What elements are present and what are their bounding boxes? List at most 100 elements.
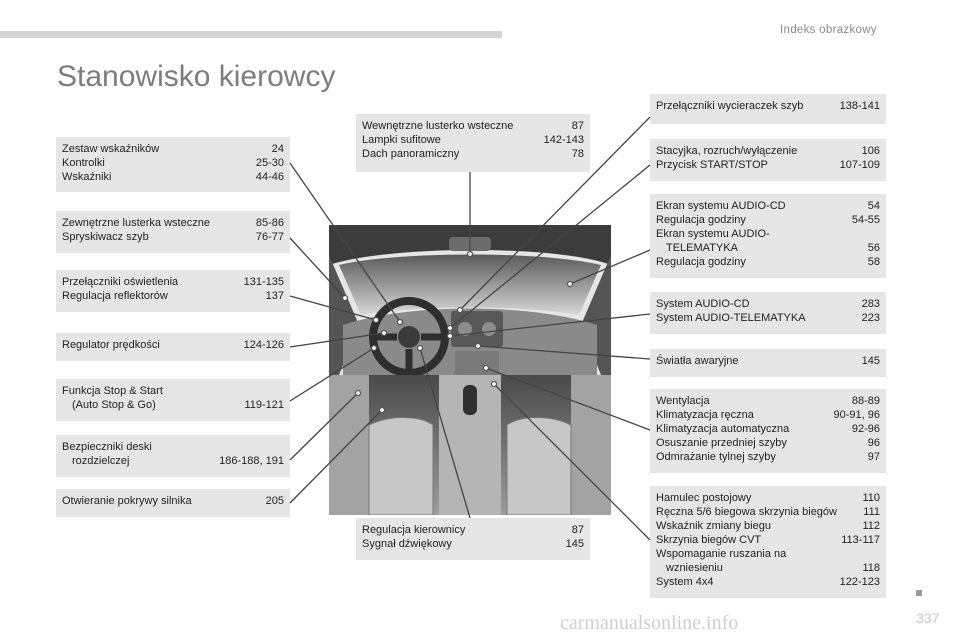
entry-page: 97 — [867, 451, 880, 463]
entry-label: System AUDIO-TELEMATYKA — [656, 312, 806, 324]
index-entry: Regulacja kierownicy 87 — [362, 523, 584, 537]
index-entry: rozdzielczej 186-188, 191 — [62, 454, 284, 468]
entry-page: 54 — [867, 200, 880, 212]
entry-label: rozdzielczej — [72, 455, 130, 467]
entry-label: Regulacja kierownicy — [362, 524, 466, 536]
dashboard-photo — [329, 225, 611, 515]
section-label: Indeks obrazkowy — [780, 24, 877, 36]
entry-page: 119-121 — [244, 399, 284, 411]
entry-page: 113-117 — [841, 534, 880, 546]
index-entry: Regulacja reflektorów 137 — [62, 289, 284, 303]
index-entry: Skrzynia biegów CVT 113-117 — [656, 533, 880, 547]
entry-page: 87 — [571, 524, 584, 536]
page-marker — [916, 590, 922, 596]
entry-label: Otwieranie pokrywy silnika — [62, 495, 192, 507]
entry-page: 142-143 — [543, 134, 584, 146]
entry-label: Wskaźniki — [62, 171, 112, 183]
index-entry: Wspomaganie ruszania na — [656, 547, 880, 561]
entry-page: 58 — [867, 256, 880, 268]
entry-label: Zestaw wskaźników — [62, 143, 160, 155]
entry-label: Regulacja godziny — [656, 214, 746, 226]
entry-label: Ręczna 5/6 biegowa skrzynia biegów — [656, 506, 837, 518]
header-bar — [0, 31, 502, 38]
entry-page: 90-91, 96 — [833, 409, 880, 421]
entry-label: Osuszanie przedniej szyby — [656, 437, 787, 449]
entry-page: 122-123 — [839, 576, 880, 588]
entry-label: Kontrolki — [62, 157, 105, 169]
entry-page: 118 — [862, 562, 880, 574]
box-audio-screen: Ekran systemu AUDIO-CD 54 Regulacja godzi… — [650, 194, 886, 278]
entry-page: 112 — [862, 520, 880, 532]
watermark: carmanualsonline.info — [560, 612, 739, 634]
index-entry: wzniesieniu 118 — [656, 561, 880, 575]
entry-page: 137 — [265, 290, 284, 302]
entry-label: Bezpieczniki deski — [62, 441, 152, 453]
entry-label: Skrzynia biegów CVT — [656, 534, 762, 546]
box-stop-start: Funkcja Stop & Start (Auto Stop & Go) 119… — [56, 379, 290, 421]
index-entry: Dach panoramiczny 78 — [362, 147, 584, 161]
entry-page: 24 — [271, 143, 284, 155]
index-entry: Ręczna 5/6 biegowa skrzynia biegów 111 — [656, 505, 880, 519]
entry-label: Regulacja godziny — [656, 256, 746, 268]
entry-label: System 4x4 — [656, 576, 714, 588]
index-entry: Funkcja Stop & Start — [62, 384, 284, 398]
box-bonnet: Otwieranie pokrywy silnika 205 — [56, 489, 290, 517]
entry-page: 186-188, 191 — [219, 455, 284, 467]
entry-label: Hamulec postojowy — [656, 492, 752, 504]
entry-label: (Auto Stop & Go) — [72, 399, 156, 411]
entry-label: Stacyjka, rozruch/wyłączenie — [656, 145, 798, 157]
entry-page: 78 — [571, 148, 584, 160]
box-fuses: Bezpieczniki deski rozdzielczej 186-188, … — [56, 435, 290, 477]
page-number: 337 — [916, 610, 940, 626]
entry-label: Klimatyzacja ręczna — [656, 409, 754, 421]
index-entry: Otwieranie pokrywy silnika 205 — [62, 494, 284, 508]
entry-label: Regulacja reflektorów — [62, 290, 168, 302]
entry-page: 87 — [571, 120, 584, 132]
entry-label: Ekran systemu AUDIO-CD — [656, 200, 786, 212]
entry-page: 205 — [265, 495, 284, 507]
entry-label: Sygnał dźwiękowy — [362, 538, 452, 550]
entry-label: Funkcja Stop & Start — [62, 385, 163, 397]
entry-label: Wspomaganie ruszania na — [656, 548, 787, 560]
entry-label: Zewnętrzne lusterka wsteczne — [62, 217, 210, 229]
index-entry: System 4x4 122-123 — [656, 575, 880, 589]
entry-label: Dach panoramiczny — [362, 148, 460, 160]
index-entry: Zewnętrzne lusterka wsteczne 85-86 — [62, 216, 284, 230]
entry-page: 111 — [863, 506, 880, 518]
entry-label: wzniesieniu — [666, 562, 723, 574]
entry-page: 44-46 — [255, 171, 284, 183]
entry-page: 96 — [867, 437, 880, 449]
entry-page: 56 — [867, 242, 880, 254]
entry-page: 25-30 — [255, 157, 284, 169]
index-entry: Osuszanie przedniej szyby 96 — [656, 436, 880, 450]
entry-label: Przycisk START/STOP — [656, 159, 768, 171]
entry-page: 85-86 — [255, 217, 284, 229]
index-entry: Klimatyzacja ręczna 90-91, 96 — [656, 408, 880, 422]
entry-page: 76-77 — [255, 231, 284, 243]
entry-page: 124-126 — [243, 339, 284, 351]
entry-page: 223 — [861, 312, 880, 324]
index-entry: Ekran systemu AUDIO- — [656, 227, 880, 241]
entry-label: System AUDIO-CD — [656, 298, 750, 310]
index-entry: Kontrolki 25-30 — [62, 156, 284, 170]
entry-label: Odmrażanie tylnej szyby — [656, 451, 776, 463]
box-mirrors: Zewnętrzne lusterka wsteczne 85-86 Sprysk… — [56, 211, 290, 253]
